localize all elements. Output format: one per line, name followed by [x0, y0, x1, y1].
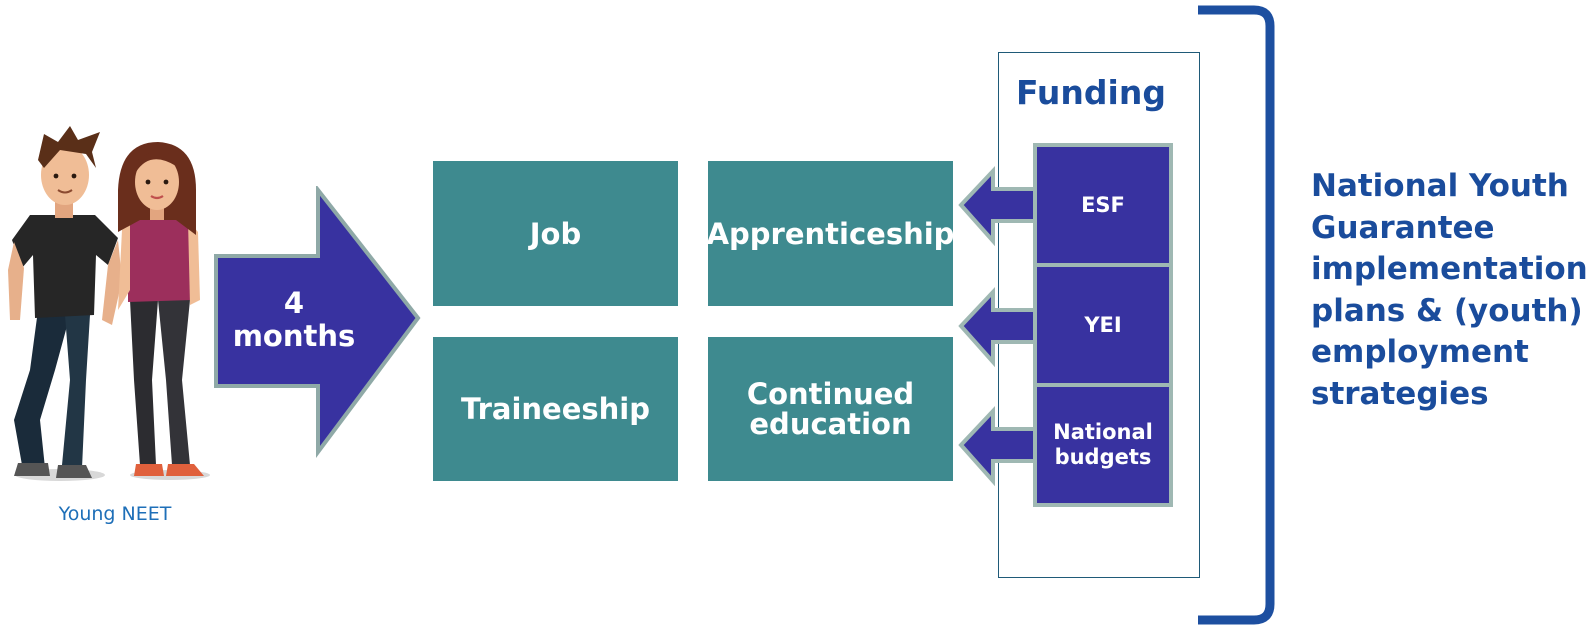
yei-label: YEI [1084, 312, 1122, 337]
traineeship-box: Traineeship [433, 337, 678, 481]
four-months-label: 4 months [232, 286, 356, 353]
young-neet-illustration [8, 126, 210, 481]
national-strategy-text: National Youth Guarantee implementation … [1311, 168, 1588, 412]
traineeship-label: Traineeship [461, 392, 650, 426]
job-label: Job [529, 216, 582, 251]
funding-source-yei: YEI [1033, 263, 1173, 387]
continued-education-box: Continued education [708, 337, 953, 481]
four-months-arrow [214, 186, 421, 458]
esf-label: ESF [1081, 192, 1125, 217]
funding-title: Funding [1016, 73, 1166, 112]
job-box: Job [433, 161, 678, 306]
esf-arrow [958, 165, 1045, 247]
bracket [1198, 5, 1275, 625]
funding-source-national-budgets: National budgets [1033, 383, 1173, 507]
apprenticeship-box: Apprenticeship [706, 161, 955, 306]
national-budgets-arrow [958, 405, 1045, 487]
funding-source-esf: ESF [1033, 143, 1173, 267]
continued-education-label: Continued education [746, 377, 915, 441]
young-neet-label: Young NEET [58, 503, 172, 525]
apprenticeship-label: Apprenticeship [706, 216, 955, 251]
yei-arrow [958, 286, 1045, 368]
national-budgets-label: National budgets [1053, 420, 1153, 469]
